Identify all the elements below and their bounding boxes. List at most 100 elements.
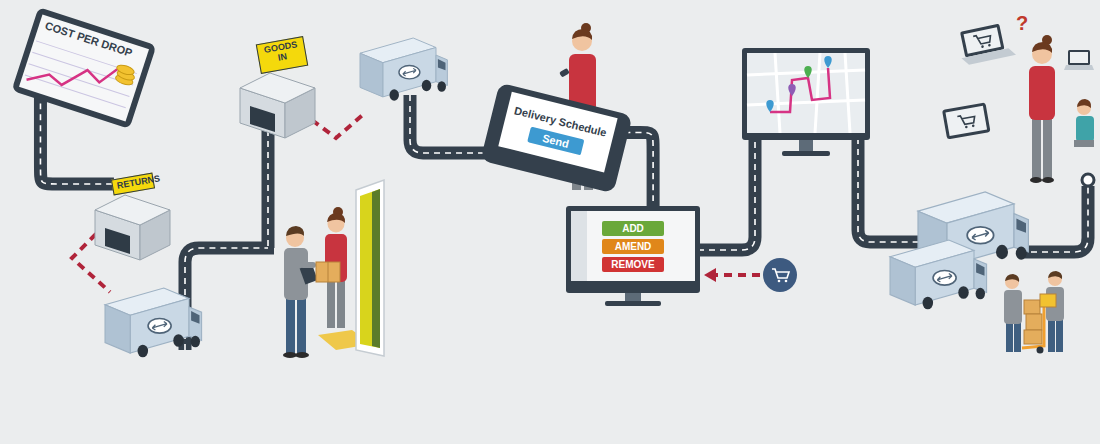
order-monitor-text: REMOVE [602, 257, 664, 272]
route-map-monitor [742, 48, 870, 140]
order-monitor-face: ADDAMENDREMOVE [571, 211, 695, 281]
cost-tablet: COST PER DROP [11, 7, 156, 129]
delivery-man [286, 298, 295, 353]
road [410, 95, 495, 153]
puzzled-customer [1029, 66, 1055, 120]
order-monitor-text: ADD [602, 221, 664, 236]
road [262, 130, 275, 248]
seated-shopper [1074, 140, 1094, 147]
cost-chart [116, 63, 136, 76]
cart-badge [763, 258, 797, 292]
puzzled-customer [1042, 177, 1054, 183]
dolly-workers [1024, 330, 1042, 344]
route-map-monitor [804, 66, 812, 78]
shopping-laptop [964, 27, 1001, 54]
dolly-workers [1004, 271, 1064, 354]
road [1020, 186, 1088, 252]
delivery-man [283, 226, 318, 358]
route-map-monitor [799, 140, 813, 152]
shopping-laptop [1064, 50, 1094, 70]
cost-chart [29, 64, 130, 97]
road-surface [624, 132, 653, 208]
delivery-man [283, 352, 297, 358]
route-map-monitor [747, 53, 865, 133]
cost-chart [25, 75, 126, 108]
customer-at-door [316, 207, 347, 328]
road-centre-line [267, 130, 269, 248]
delivery-man [297, 298, 306, 353]
front-door [318, 180, 384, 356]
shopping-laptop [1068, 50, 1090, 65]
cost-tablet-text: COST PER DROP [44, 19, 143, 61]
shopping-laptop [961, 47, 1015, 66]
fleet-truck [890, 240, 987, 309]
customer-at-door [316, 262, 340, 282]
returns-truck [105, 288, 202, 357]
shopping-tablet [942, 102, 991, 139]
dolly-workers [1037, 347, 1044, 354]
route-map-monitor [766, 100, 774, 112]
route-map-monitor [782, 151, 830, 156]
cost-tablet-face: COST PER DROP [19, 15, 149, 122]
phone-screen: Delivery ScheduleSend [480, 83, 632, 194]
returns-warehouse [95, 195, 170, 260]
route-map-monitor [815, 53, 820, 133]
shopping-tablet [945, 106, 987, 136]
dolly-workers [1040, 294, 1056, 307]
road-centre-line [410, 95, 495, 153]
delivery-man [295, 352, 309, 358]
add-amend-monitor-stand [605, 301, 661, 306]
road-centre-line [624, 132, 653, 208]
front-door [356, 180, 384, 356]
road-connector [624, 132, 653, 208]
road [185, 95, 1088, 350]
arrow-head [704, 268, 716, 282]
dolly-workers [1026, 314, 1042, 330]
goods-in-truck [360, 38, 447, 101]
road-centre-line [185, 95, 1088, 350]
returns-sign-face: RETURNS [116, 176, 149, 191]
seated-shopper [1074, 99, 1094, 147]
woman-with-phone [572, 29, 592, 40]
order-monitor: ADDAMENDREMOVE [566, 206, 700, 293]
dashed-link [312, 112, 366, 138]
shopping-tablet [957, 113, 976, 129]
front-door [360, 189, 380, 348]
dolly-workers [1004, 290, 1022, 324]
dolly-workers [1014, 322, 1021, 352]
dolly-workers [1005, 274, 1019, 282]
dashed-link [716, 273, 760, 277]
phone-screen-face: Delivery ScheduleSend [498, 92, 617, 173]
goods-in-sign-face: GOODS IN [261, 40, 302, 66]
question-mark: ? [1016, 12, 1028, 35]
shopping-laptop [956, 22, 1016, 66]
route-map-monitor [747, 53, 865, 133]
cart-badge [763, 258, 797, 292]
goods-in-warehouse [240, 73, 315, 138]
puzzled-customer [1032, 118, 1041, 178]
route-map-monitor [824, 56, 832, 68]
route-map-monitor [770, 68, 830, 112]
cost-chart [27, 44, 118, 106]
returns-sign: RETURNS [111, 172, 155, 195]
seated-shopper [1076, 116, 1094, 142]
returns-sign-text: RETURNS [116, 176, 149, 191]
customer-at-door [337, 280, 345, 328]
cart-badge [772, 269, 789, 282]
road-centre-line [698, 138, 755, 250]
road-centre-line [1020, 186, 1088, 252]
customer-at-door [328, 262, 329, 282]
shopping-laptop [1064, 65, 1094, 70]
dolly-workers [1005, 275, 1019, 289]
goods-in-sign: GOODS IN [256, 36, 308, 74]
woman-with-phone [559, 68, 570, 78]
route-map-monitor [742, 48, 870, 156]
dashed-link [72, 112, 760, 292]
puzzled-customer [1030, 177, 1042, 183]
route-end-dot [1082, 174, 1094, 186]
puzzled-customer [1043, 118, 1052, 178]
goods-in-sign-text: GOODS IN [261, 40, 302, 66]
